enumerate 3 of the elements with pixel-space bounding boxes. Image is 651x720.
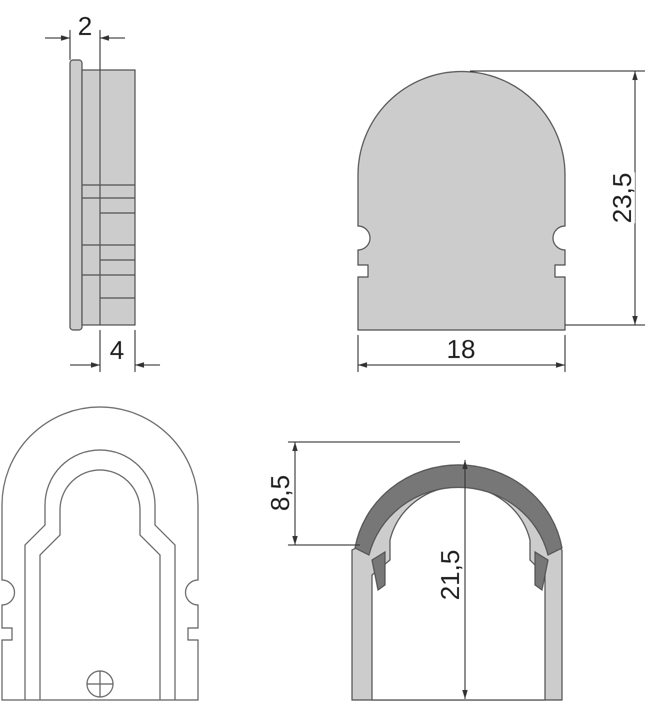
dimension-label: 4 <box>110 337 124 363</box>
dimension-label: 2 <box>78 13 92 39</box>
dimension-label: 18 <box>446 336 476 362</box>
